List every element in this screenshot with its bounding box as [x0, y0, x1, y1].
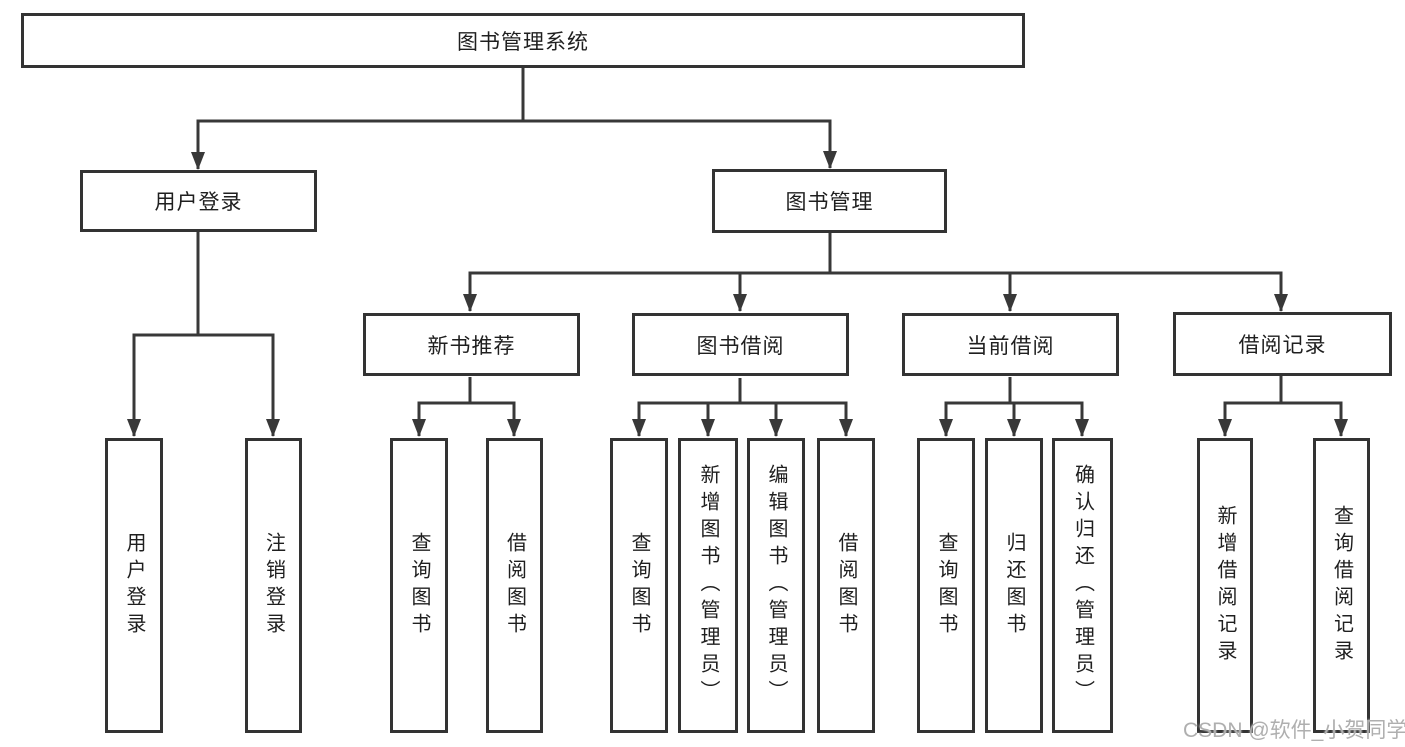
node-label: 新书推荐: [427, 334, 516, 358]
node-label: 查询借阅记录: [1330, 504, 1353, 667]
node-label: 查询图书: [628, 531, 650, 640]
node-label: 借阅图书: [835, 531, 857, 640]
node-label: 当前借阅: [966, 334, 1055, 358]
node-label: 查询图书: [935, 531, 957, 640]
node-label: 图书借阅: [696, 334, 785, 358]
node-library-system: 图书管理系统: [21, 13, 1025, 68]
node-label: 新增借阅记录: [1214, 504, 1236, 667]
node-label: 编辑图书（管理员）: [765, 464, 787, 707]
node-new-book-recommend: 新书推荐: [363, 313, 580, 376]
node-leaf-query-books-current: 查询图书: [917, 438, 975, 733]
node-leaf-query-books-recommend: 查询图书: [390, 438, 448, 733]
node-leaf-query-borrow-record: 查询借阅记录: [1313, 438, 1370, 733]
node-borrow-records: 借阅记录: [1173, 312, 1392, 376]
node-label: 借阅记录: [1238, 334, 1327, 357]
node-label: 借阅图书: [503, 531, 526, 640]
node-leaf-confirm-return-admin: 确认归还（管理员）: [1052, 438, 1113, 733]
node-current-borrow: 当前借阅: [902, 313, 1119, 376]
node-leaf-user-login: 用户登录: [105, 438, 163, 733]
node-label: 用户登录: [154, 191, 243, 214]
node-user-login: 用户登录: [80, 170, 317, 232]
node-book-management: 图书管理: [712, 169, 947, 233]
node-book-borrow: 图书借阅: [632, 313, 849, 376]
node-label: 图书管理系统: [457, 30, 589, 54]
node-leaf-borrow-books-recommend: 借阅图书: [486, 438, 543, 733]
node-label: 用户登录: [123, 531, 145, 640]
node-label: 归还图书: [1003, 531, 1025, 640]
node-leaf-query-books-borrow: 查询图书: [610, 438, 668, 733]
node-leaf-borrow-books: 借阅图书: [817, 438, 875, 733]
node-label: 查询图书: [408, 531, 430, 640]
node-leaf-add-borrow-record: 新增借阅记录: [1197, 438, 1253, 733]
node-leaf-logout: 注销登录: [245, 438, 302, 733]
node-leaf-return-books: 归还图书: [985, 438, 1043, 733]
node-label: 新增图书（管理员）: [697, 464, 719, 707]
node-leaf-edit-books-admin: 编辑图书（管理员）: [747, 438, 805, 733]
node-leaf-add-books-admin: 新增图书（管理员）: [678, 438, 738, 733]
node-label: 确认归还（管理员）: [1071, 464, 1094, 707]
csdn-watermark: CSDN @软件_小贺同学: [1183, 719, 1405, 742]
node-label: 图书管理: [785, 191, 874, 214]
node-label: 注销登录: [262, 531, 285, 640]
